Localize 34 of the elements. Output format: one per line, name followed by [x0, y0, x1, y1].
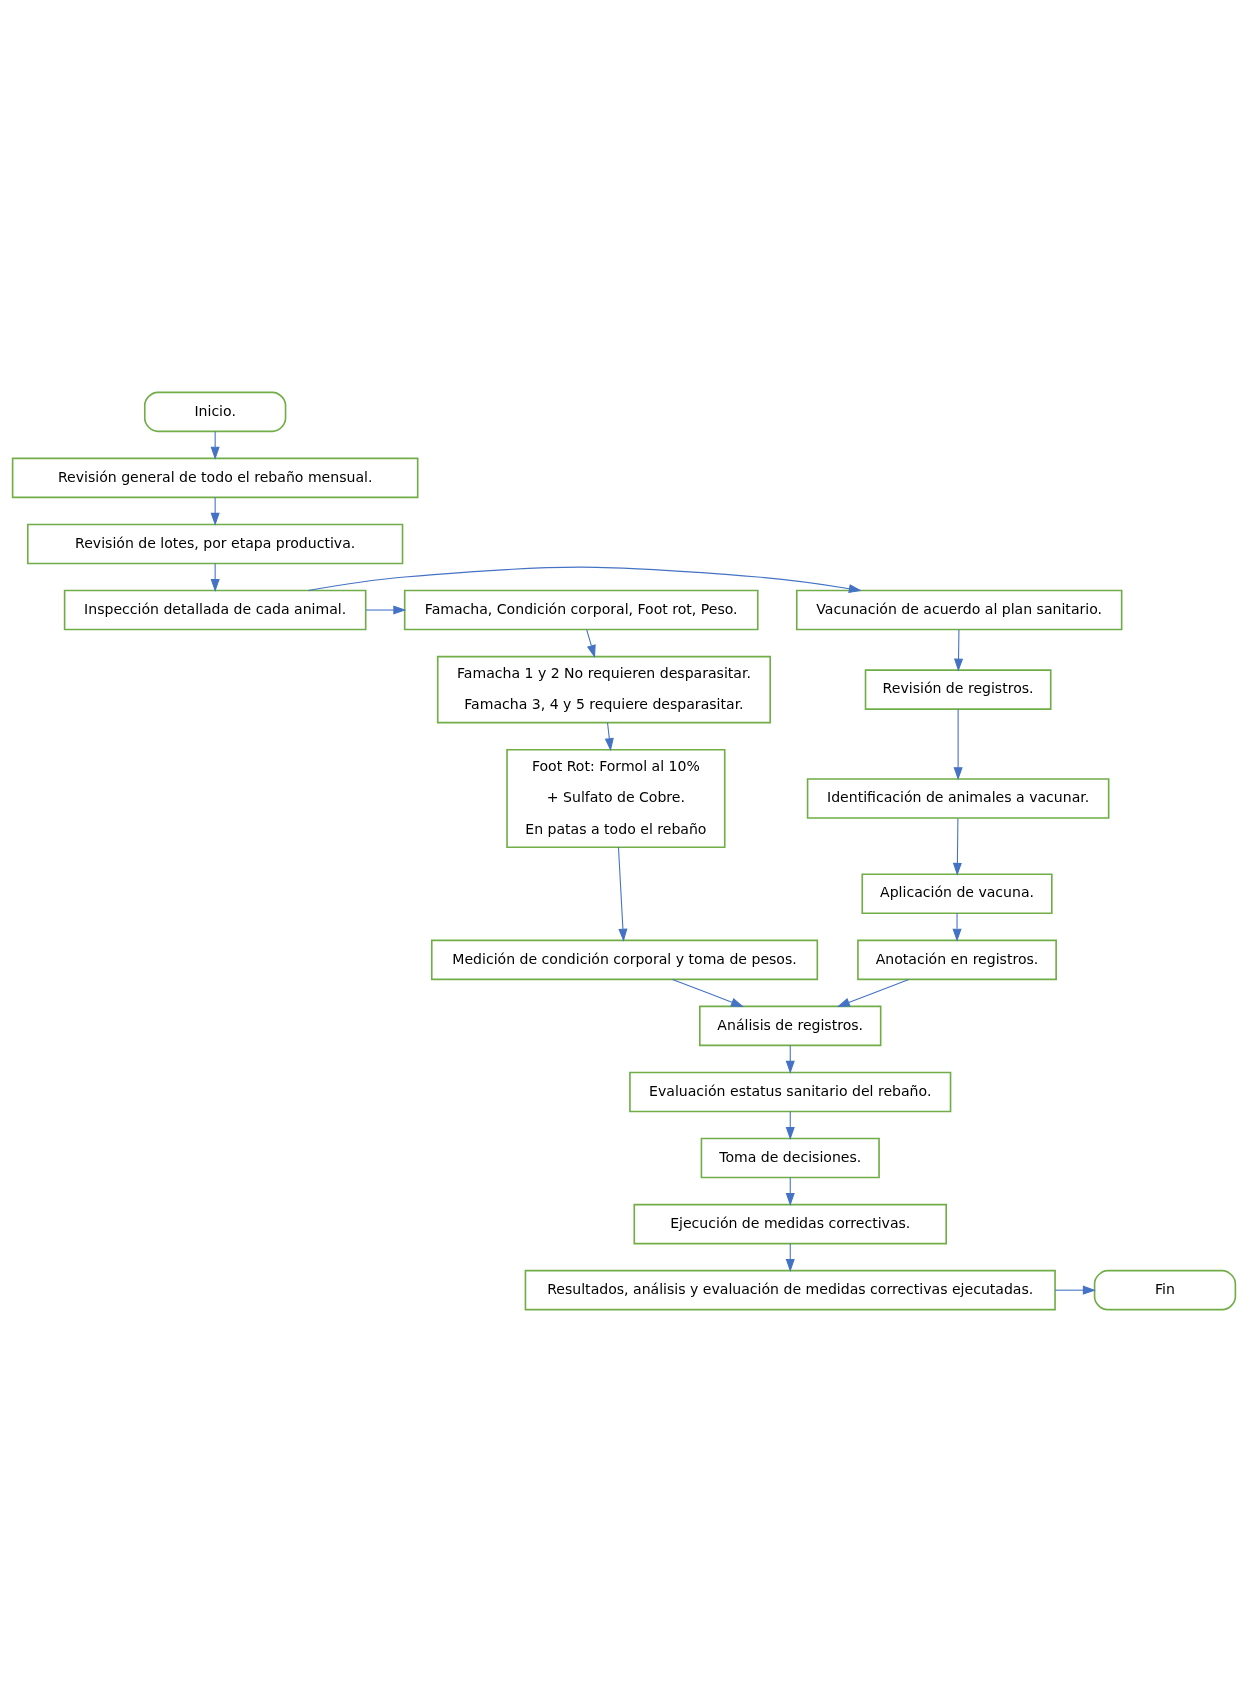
- node-box: Revisión de registros.: [864, 668, 1052, 710]
- node-box: Vacunación de acuerdo al plan sanitario.: [795, 589, 1123, 630]
- node-box: Resultados, análisis y evaluación de medidas correctivas ejecutadas.: [524, 1269, 1056, 1310]
- arrow: [617, 846, 628, 942]
- arrow: [836, 978, 910, 1007]
- node-box: Identificación de animales a vacunar.: [806, 777, 1110, 819]
- arrow: [953, 708, 963, 780]
- node-box: Ejecución de medidas correctivas.: [633, 1203, 947, 1244]
- arrow: [365, 604, 407, 615]
- node-box: Evaluación estatus sanitario del rebaño.: [629, 1071, 952, 1112]
- node-box: Revisión de lotes, por etapa productiva.: [27, 523, 404, 564]
- arrow: [586, 628, 596, 658]
- arrow: [307, 566, 862, 593]
- arrow: [785, 1044, 795, 1074]
- node-box: Toma de decisiones.: [700, 1137, 880, 1178]
- node-box: Medición de condición corporal y toma de pesos.: [430, 939, 819, 980]
- arrow: [210, 430, 220, 460]
- node-box: Anotación en registros.: [857, 939, 1057, 980]
- arrow: [210, 496, 220, 526]
- arrow: [604, 721, 614, 751]
- node-box: Análisis de registros.: [699, 1005, 882, 1046]
- node-box: Famacha, Condición corporal, Foot rot, Peso.: [403, 589, 759, 630]
- node-box: Foot Rot: Formol al 10% + Sulfato de Cobre. En patas a todo el rebaño: [506, 748, 726, 848]
- node-box: Famacha 1 y 2 No requieren desparasitar. Famacha 3, 4 y 5 requiere desparasitar.: [436, 655, 771, 723]
- arrow: [1054, 1285, 1096, 1295]
- node-box: Inspección detallada de cada animal.: [63, 589, 367, 630]
- node-box: Fin: [1093, 1269, 1237, 1310]
- arrow: [952, 817, 962, 876]
- arrow: [954, 628, 964, 672]
- arrow: [671, 978, 744, 1007]
- node-box: Inicio.: [143, 391, 287, 432]
- node-box: Aplicación de vacuna.: [861, 873, 1053, 914]
- node-box: Revisión general de todo el rebaño mensual.: [11, 457, 419, 498]
- arrow: [952, 912, 962, 942]
